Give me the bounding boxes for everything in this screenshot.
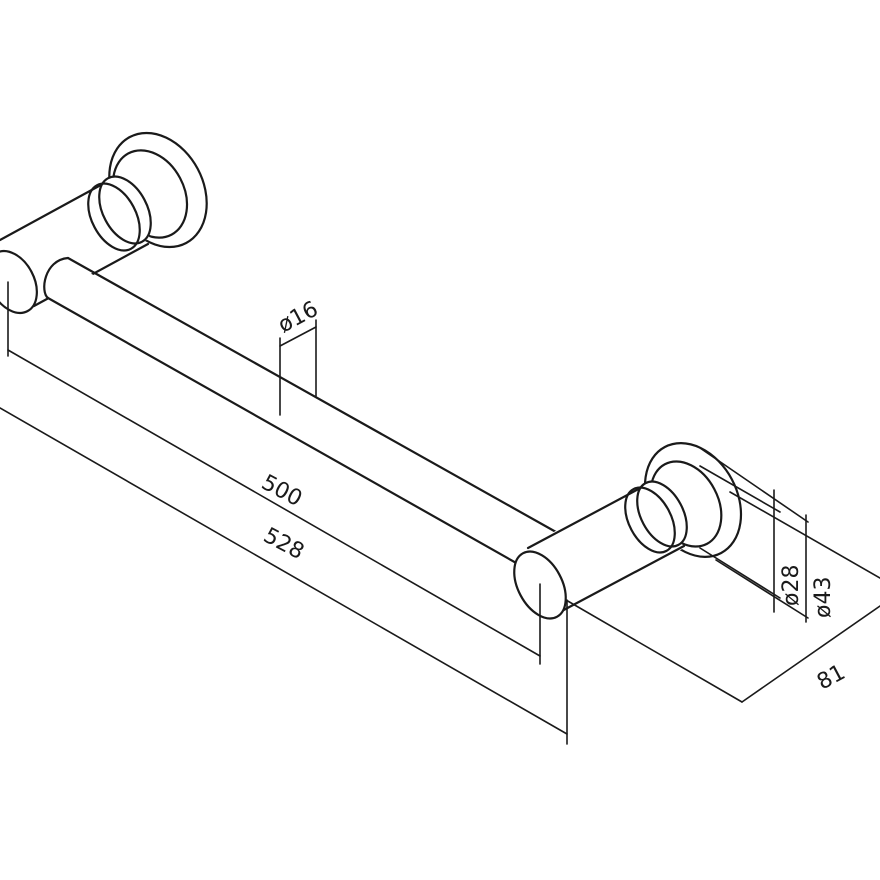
- dimension-overall-length: 528: [0, 407, 568, 745]
- right-post: [513, 480, 688, 620]
- post-diameter-label: ø28: [779, 565, 804, 606]
- horizontal-bar: [43, 256, 560, 588]
- dimension-post-flange-diameters: ø28 ø43: [699, 447, 836, 623]
- bar-diameter-label: ø16: [274, 297, 322, 339]
- flange-diameter-label: ø43: [811, 577, 836, 618]
- overall-length-label: 528: [259, 523, 308, 565]
- left-post: [0, 175, 152, 315]
- dimension-inner-length: 500: [7, 281, 541, 665]
- projection-label: 81: [813, 660, 849, 695]
- inner-length-label: 500: [257, 470, 306, 512]
